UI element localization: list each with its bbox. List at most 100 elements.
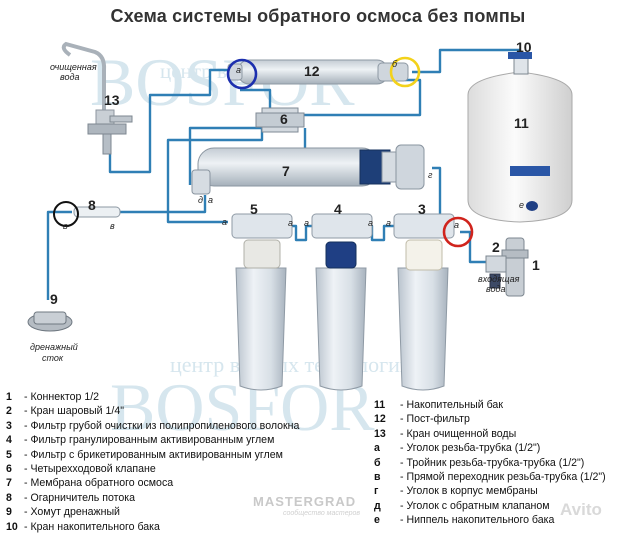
callout-7: 7	[282, 163, 290, 179]
fitting-letter-e: е	[519, 200, 524, 210]
fitting-letter-a-f4-out: а	[368, 218, 373, 228]
highlight-circle-yellow	[389, 56, 421, 88]
callout-2: 2	[492, 239, 500, 255]
caption-drain-2: сток	[42, 353, 64, 363]
callout-9: 9	[50, 291, 58, 307]
legend-item: д - Уголок с обратным клапаном	[374, 499, 606, 513]
legend-num: б	[374, 456, 381, 469]
legend-right: 11 - Накопительный бак 12 - Пост-фильтр 13…	[374, 398, 606, 528]
legend-num: 2	[6, 405, 12, 418]
fitting-letter-v-left: в	[63, 221, 68, 231]
legend-item: 4- Фильтр гранулированным активированным…	[6, 433, 299, 447]
callout-numbers: 1 2 3 4 5 6 7 8 9 10 11 12 13	[50, 39, 540, 307]
legend-text: - Уголок резьба-трубка (1/2")	[400, 442, 541, 455]
legend-item: 5- Фильтр с брикетированным активированн…	[6, 448, 299, 462]
legend-item: 12 - Пост-фильтр	[374, 412, 606, 426]
fitting-letters: а б д а г а а а а а а в в е	[63, 59, 524, 231]
legend-left: 1- Коннектор 1/2 2- Кран шаровый 1/4" 3-…	[6, 390, 299, 534]
caption-clean-water-1: очищенная	[50, 62, 97, 72]
legend-num: 13	[374, 427, 386, 440]
legend-item: 9 - Хомут дренажный	[6, 505, 299, 519]
post-filter	[227, 59, 409, 85]
credit-subtitle: сообщество мастеров	[283, 510, 361, 517]
page-title: Схема системы обратного осмоса без помпы	[110, 6, 526, 26]
fitting-letter-a-f4-in: а	[304, 218, 309, 228]
callout-13: 13	[104, 92, 120, 108]
credit-watermark: MASTERGRAD	[253, 494, 357, 509]
callout-6: 6	[280, 111, 288, 127]
faucet[interactable]	[61, 41, 133, 155]
legend-item: 3 - Фильтр грубой очистки из полипропилен…	[6, 419, 299, 433]
legend-num: 10	[6, 520, 18, 533]
legend-item: г- Уголок в корпус мембраны	[374, 484, 606, 498]
legend-text: - Кран очищенной воды	[400, 427, 517, 440]
legend-item: б - Тройник резьба-трубка-трубка (1/2")	[374, 456, 606, 470]
avito-watermark: Avito	[560, 500, 602, 519]
legend-text: - Пост-фильтр	[400, 413, 470, 426]
legend-item: 7 - Мембрана обратного осмоса	[6, 476, 299, 490]
highlight-circle-black	[53, 201, 79, 227]
legend-num: 5	[6, 448, 12, 461]
fitting-letter-b-post: б	[392, 59, 398, 69]
callout-10: 10	[516, 39, 532, 55]
ro-membrane	[191, 144, 425, 195]
legend-text: - Фильтр грубой очистки из полипропилено…	[24, 419, 300, 432]
legend-num: 9	[6, 506, 12, 519]
callout-12: 12	[304, 63, 320, 79]
drain-clamp	[27, 311, 73, 332]
legend-item: а - Уголок резьба-трубка (1/2")	[374, 441, 606, 455]
legend-text: - Мембрана обратного осмоса	[24, 477, 174, 490]
captions: очищенная вода входящая вода дренажный с…	[30, 62, 520, 363]
fitting-letter-a-f3-in: а	[386, 218, 391, 228]
fitting-letter-g: г	[428, 170, 433, 180]
watermark-center-text-bottom: центр водных технологий	[170, 352, 412, 377]
legend-num: в	[374, 471, 381, 484]
fitting-letter-a-f5: а	[222, 217, 227, 227]
highlight-circle-red	[442, 216, 474, 248]
fitting-letter-a-post: а	[236, 65, 241, 75]
legend-text: - Тройник резьба-трубка-трубка (1/2")	[400, 456, 585, 469]
legend-num: 7	[6, 477, 12, 490]
legend-num: 11	[374, 399, 386, 411]
legend-num: е	[374, 514, 380, 527]
caption-drain-1: дренажный	[30, 342, 78, 352]
legend-text: - Ниппель накопительного бака	[400, 514, 555, 527]
tank-valve[interactable]	[508, 52, 532, 75]
flow-restrictor	[73, 206, 121, 218]
caption-clean-water-2: вода	[60, 72, 80, 82]
filter-housing-4	[311, 213, 373, 391]
legend-text: - Уголок в корпус мембраны	[400, 485, 538, 498]
legend-text: - Кран накопительного бака	[24, 520, 160, 533]
legend-text: - Огарничитель потока	[24, 491, 136, 504]
fitting-letter-a-f5-out: а	[288, 218, 293, 228]
caption-inlet-1: входящая	[478, 274, 520, 284]
legend-text: - Четырехходовой клапане	[24, 463, 156, 476]
legend-text: - Накопительный бак	[400, 399, 503, 411]
legend-num: д	[374, 499, 381, 512]
fitting-letter-a-f3-out: а	[454, 220, 459, 230]
legend-item: 2 - Кран шаровый 1/4"	[6, 404, 299, 418]
caption-inlet-2: вода	[486, 284, 506, 294]
legend-text: - Хомут дренажный	[24, 506, 120, 519]
fitting-letter-d: д	[198, 195, 203, 205]
filter-housing-3	[393, 213, 455, 391]
legend-item: 13 - Кран очищенной воды	[374, 427, 606, 441]
legend-item: 8 - Огарничитель потока	[6, 491, 299, 505]
highlight-circle-blue	[226, 58, 258, 90]
callout-11: 11	[514, 115, 529, 131]
fitting-letter-a-membrane: а	[208, 195, 213, 205]
legend-text: - Прямой переходник резьба-трубка (1/2")	[400, 471, 606, 484]
legend-num: 12	[374, 413, 386, 426]
legend-num: 1	[6, 391, 12, 403]
callout-4: 4	[334, 201, 342, 217]
filter-housing-5	[231, 213, 293, 391]
legend-text: - Кран шаровый 1/4"	[24, 405, 124, 418]
four-way-valve[interactable]	[255, 107, 305, 133]
callout-1: 1	[532, 257, 540, 273]
legend-num: а	[374, 442, 380, 455]
ball-valve[interactable]	[485, 255, 507, 289]
legend-num: 8	[6, 491, 12, 504]
legend-num: 3	[6, 419, 12, 432]
legend-text: - Уголок с обратным клапаном	[400, 499, 550, 512]
